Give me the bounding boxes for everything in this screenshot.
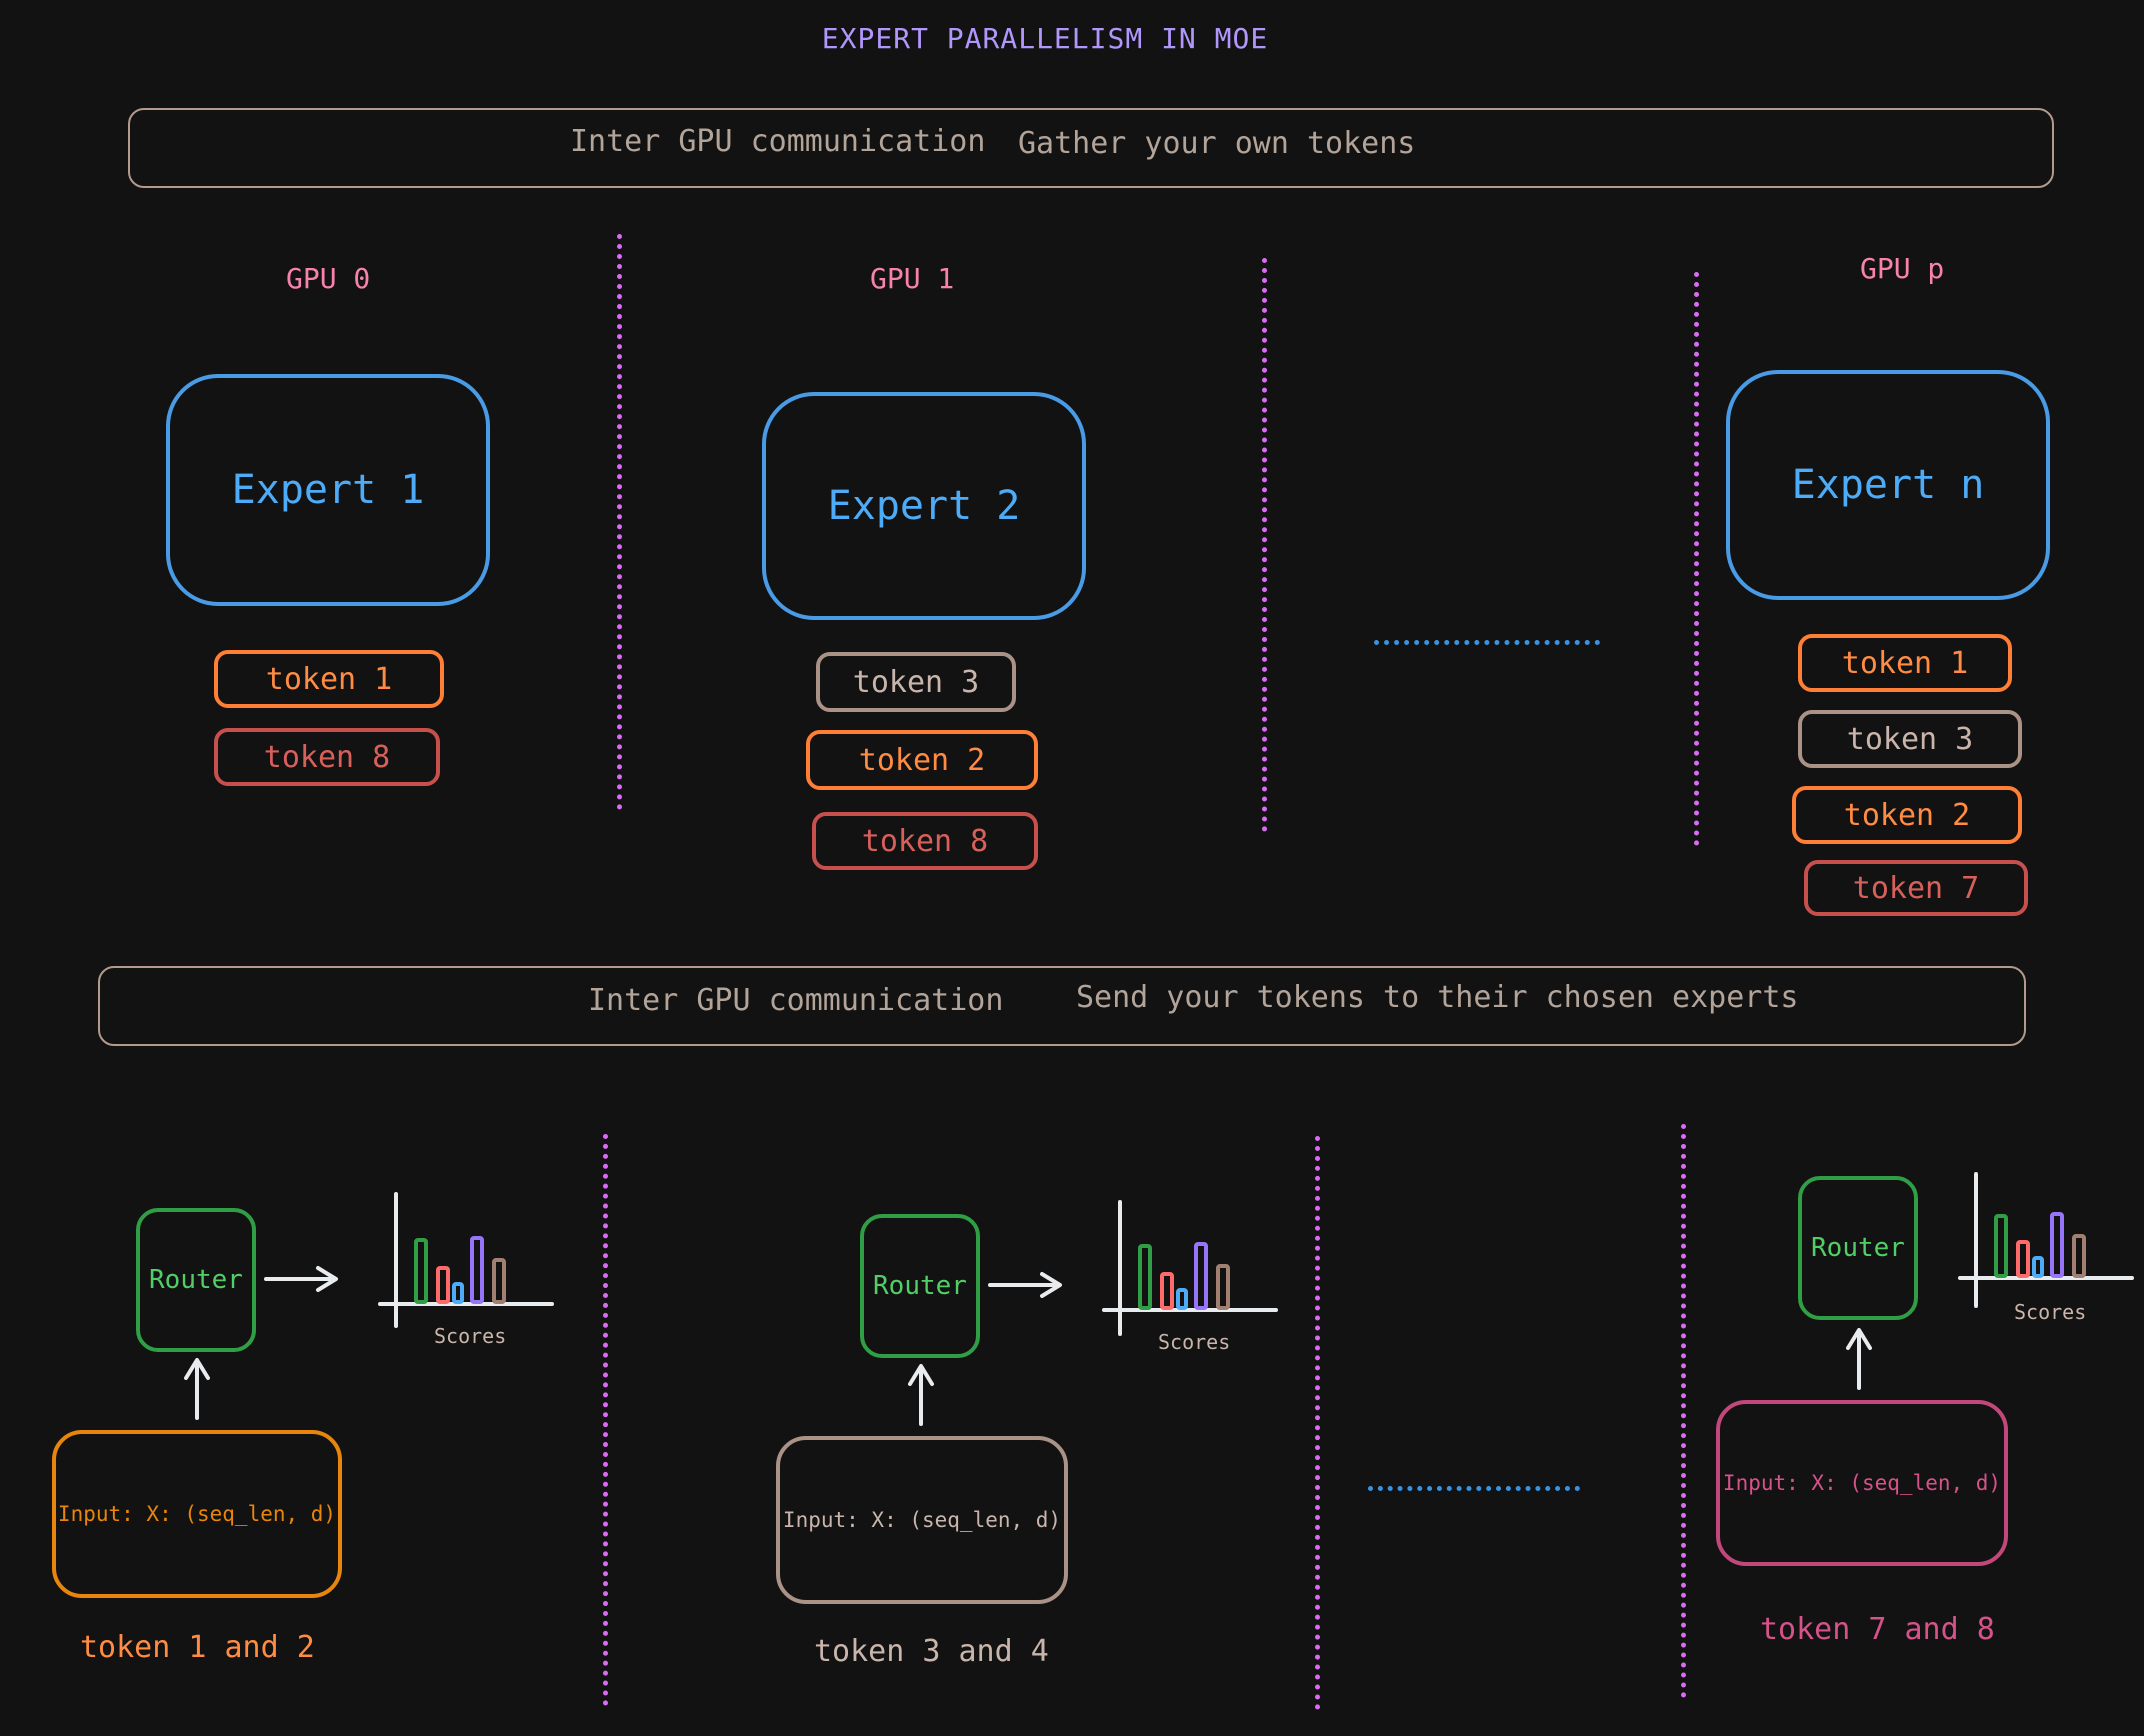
gpu-p-input-box: Input: X: (seq_len, d) — [1716, 1400, 2008, 1566]
expert-n-token-1: token 1 — [1798, 634, 2012, 692]
gpu-p-score-bar-5 — [2072, 1234, 2086, 1278]
gpu-p-label: GPU p — [1860, 252, 1945, 285]
gpu-0-router-box: Router — [136, 1208, 256, 1352]
gpu-1-score-bar-1 — [1138, 1244, 1152, 1310]
gpu-0-score-bar-4 — [470, 1236, 484, 1304]
gpu-1-input-box: Input: X: (seq_len, d) — [776, 1436, 1068, 1604]
send-band-description: Send your tokens to their chosen experts — [1076, 980, 1799, 1015]
send-communication-band — [98, 966, 2026, 1046]
gpu-p-score-bar-4 — [2050, 1212, 2064, 1278]
gpu-1-label: GPU 1 — [870, 262, 955, 295]
gpu-0-label: GPU 0 — [286, 262, 371, 295]
gather-band-description: Gather your own tokens — [1018, 126, 1416, 161]
expert-1-label: Expert 1 — [231, 467, 425, 513]
gpu-p-token-caption: token 7 and 8 — [1760, 1612, 1995, 1647]
expert-2-label: Expert 2 — [827, 483, 1021, 529]
gpu-1-score-bar-3 — [1176, 1288, 1188, 1310]
gpu-p-router-box: Router — [1798, 1176, 1918, 1320]
gpu-0-input-label: Input: X: (seq_len, d) — [57, 1502, 337, 1526]
expert-1-token-8: token 8 — [214, 728, 440, 786]
gpu-0-router-label: Router — [149, 1265, 243, 1295]
gpu-1-router-label: Router — [873, 1271, 967, 1301]
gather-communication-band — [128, 108, 2054, 188]
gpu-0-token-caption: token 1 and 2 — [80, 1630, 315, 1665]
gpu-separator-lower-1 — [603, 1134, 608, 1706]
gpu-1-score-bar-2 — [1160, 1272, 1174, 1310]
experts-ellipsis — [1374, 640, 1600, 645]
diagram-title: EXPERT PARALLELISM IN MOE — [821, 22, 1269, 55]
gpu-1-arrow-to-router — [908, 1364, 934, 1426]
send-band-label: Inter GPU communication — [588, 983, 1004, 1018]
gpu-1-score-chart — [1102, 1200, 1278, 1336]
gpu-separator-lower-2 — [1315, 1136, 1320, 1710]
gpu-p-score-chart — [1958, 1172, 2134, 1308]
expert-2-box: Expert 2 — [762, 392, 1086, 620]
gpu-1-score-bar-4 — [1194, 1242, 1208, 1310]
expert-n-box: Expert n — [1726, 370, 2050, 600]
gpu-0-score-bar-2 — [436, 1266, 450, 1304]
gpu-p-score-bar-2 — [2016, 1240, 2030, 1278]
expert-2-token-2: token 2 — [806, 730, 1038, 790]
gpu-0-score-bar-5 — [492, 1258, 506, 1304]
gpu-p-arrow-to-router — [1846, 1328, 1872, 1390]
gpu-p-input-label: Input: X: (seq_len, d) — [1722, 1471, 2002, 1495]
expert-n-label: Expert n — [1791, 462, 1985, 508]
expert-1-token-1: token 1 — [214, 650, 444, 708]
gpu-1-scores-label: Scores — [1158, 1330, 1231, 1354]
expert-1-box: Expert 1 — [166, 374, 490, 606]
gpu-separator-lower-3 — [1681, 1124, 1686, 1698]
gpu-0-arrow-to-scores — [264, 1266, 338, 1292]
gpu-p-score-bar-1 — [1994, 1214, 2008, 1278]
gpu-p-scores-label: Scores — [2014, 1300, 2087, 1324]
gpu-0-score-bar-3 — [452, 1282, 464, 1304]
gpu-0-scores-label: Scores — [434, 1324, 507, 1348]
gpu-1-score-bar-5 — [1216, 1264, 1230, 1310]
gpu-p-router-label: Router — [1811, 1233, 1905, 1263]
gpu-separator-upper-1 — [617, 234, 622, 810]
expert-n-token-2: token 2 — [1792, 786, 2022, 844]
gather-band-label: Inter GPU communication — [570, 124, 986, 159]
routers-ellipsis — [1368, 1486, 1580, 1491]
gpu-separator-upper-2 — [1262, 258, 1267, 832]
expert-2-token-3: token 3 — [816, 652, 1016, 712]
gpu-1-token-caption: token 3 and 4 — [814, 1634, 1049, 1669]
expert-2-token-8: token 8 — [812, 812, 1038, 870]
expert-n-token-3: token 3 — [1798, 710, 2022, 768]
expert-n-token-7: token 7 — [1804, 860, 2028, 916]
gpu-1-arrow-to-scores — [988, 1272, 1062, 1298]
gpu-0-input-box: Input: X: (seq_len, d) — [52, 1430, 342, 1598]
gpu-0-score-bar-1 — [414, 1238, 428, 1304]
gpu-1-input-label: Input: X: (seq_len, d) — [782, 1508, 1062, 1532]
gpu-1-router-box: Router — [860, 1214, 980, 1358]
gpu-p-score-bar-3 — [2032, 1256, 2044, 1278]
gpu-0-score-chart — [378, 1192, 554, 1328]
gpu-separator-upper-3 — [1694, 272, 1699, 846]
gpu-0-arrow-to-router — [184, 1358, 210, 1420]
